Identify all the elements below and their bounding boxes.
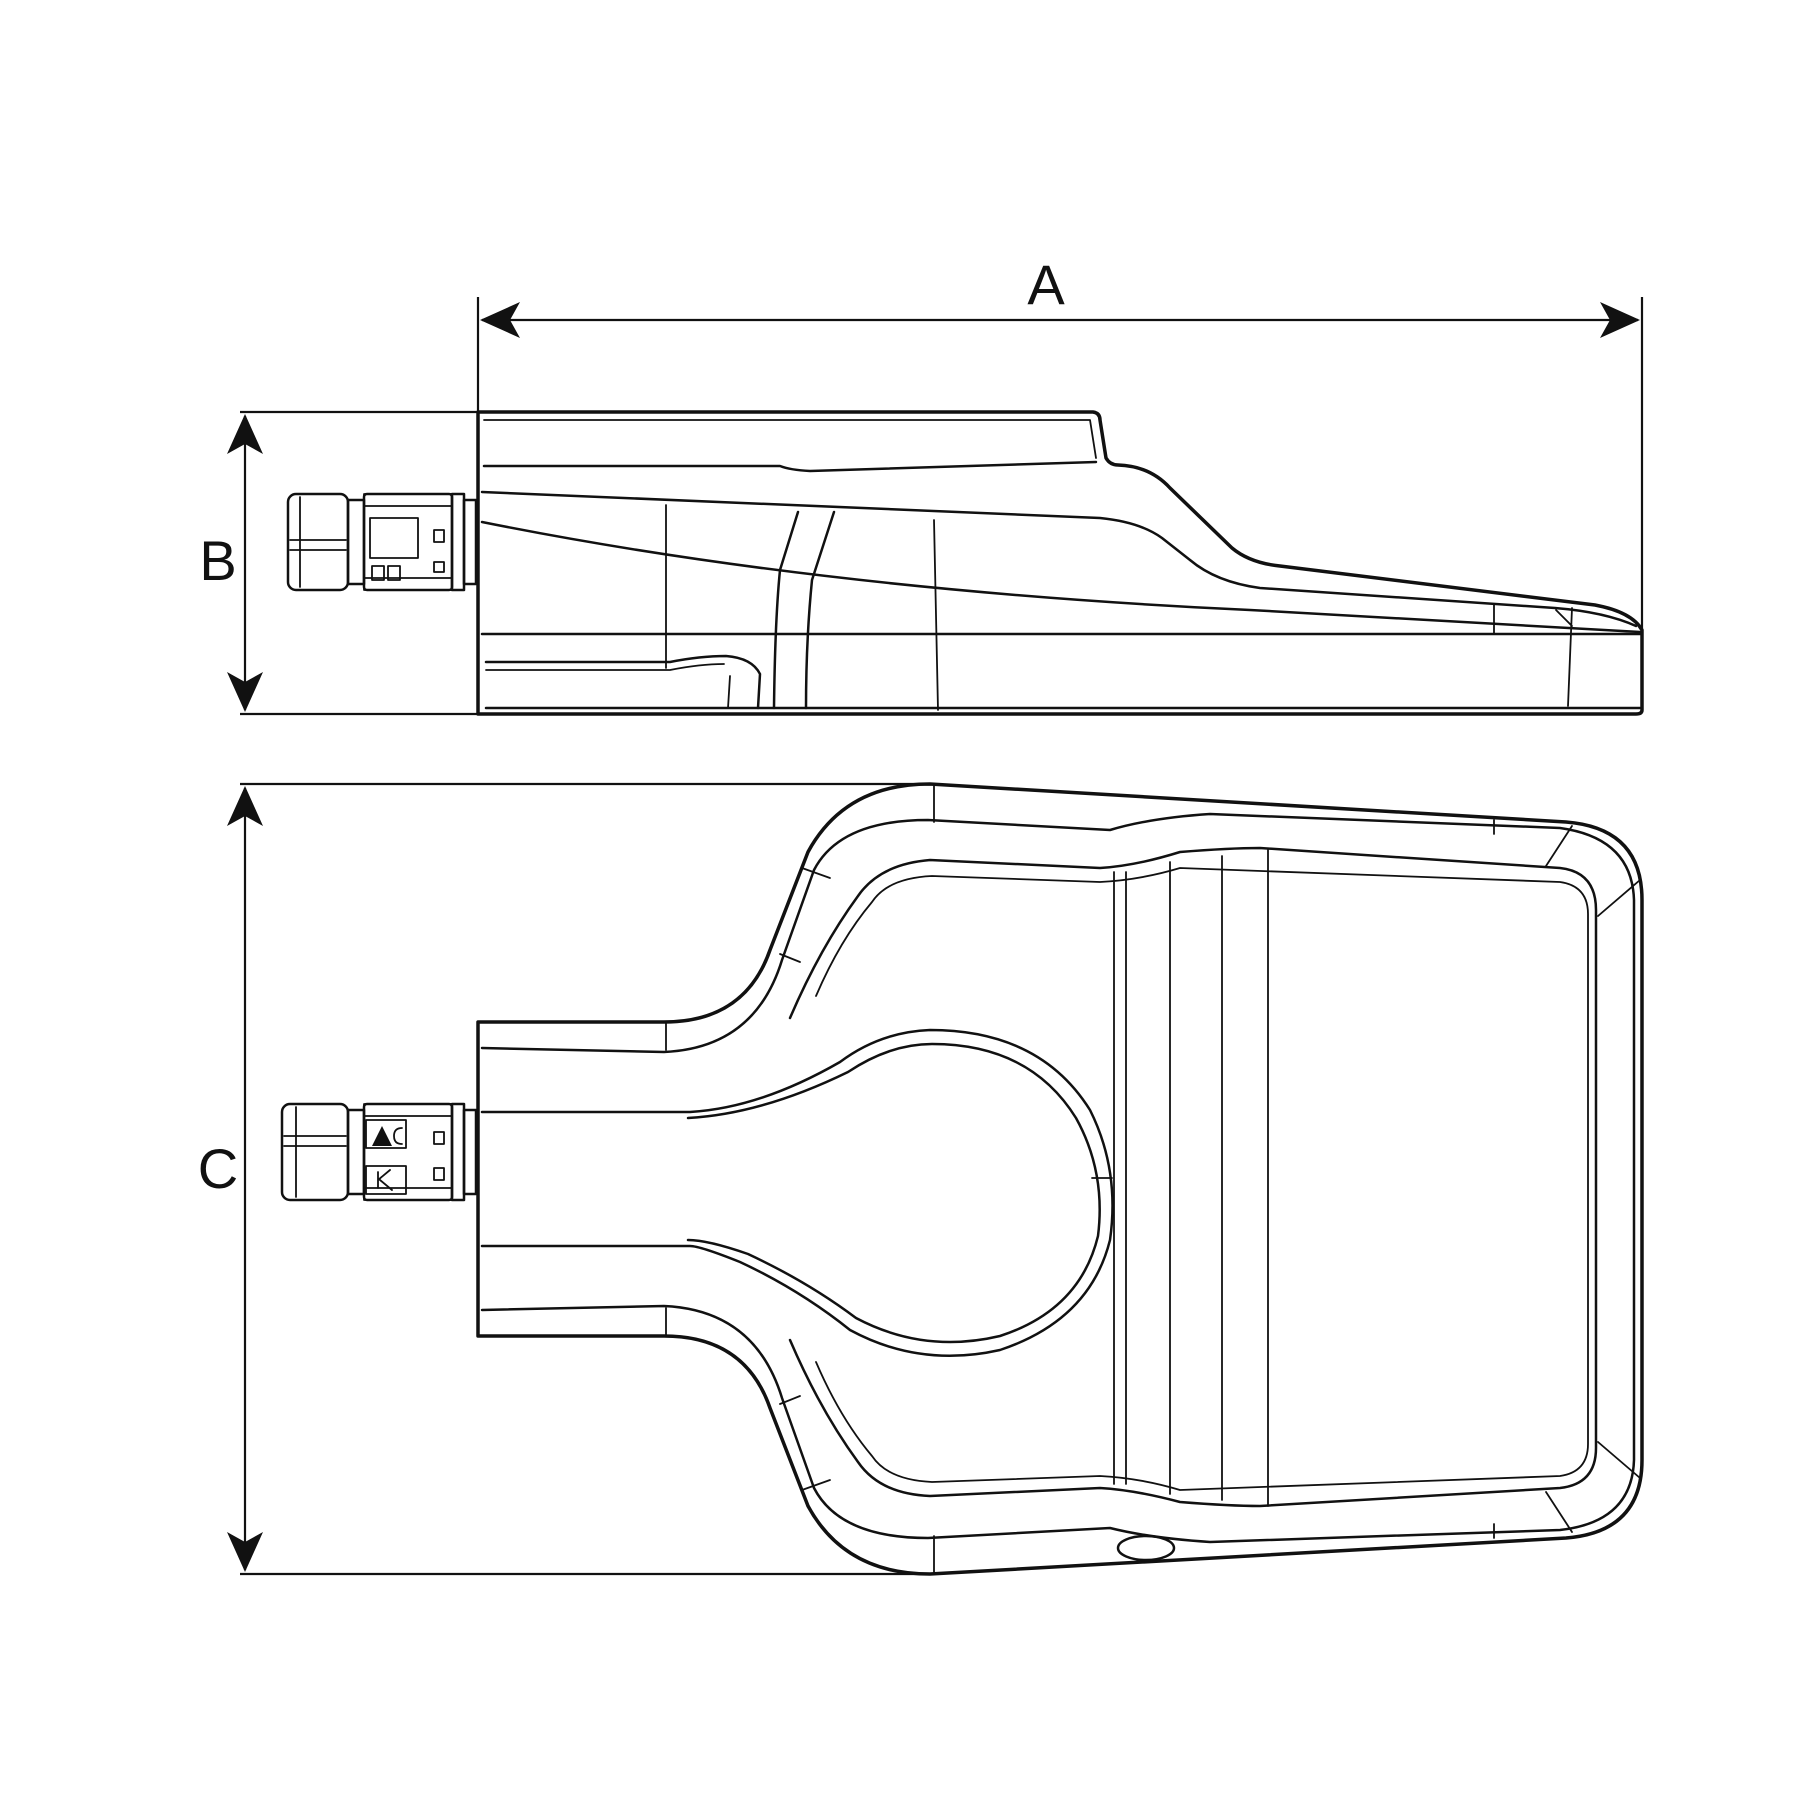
ukca-mark-icon [365,1165,407,1195]
top-view-outline [476,782,1644,1576]
dimension-b: B [199,410,478,716]
arrow-down-icon [227,1532,263,1572]
arrow-left-icon [480,302,520,338]
arrow-down-icon [227,672,263,712]
dimension-a: A [476,253,1644,630]
dimension-label-a: A [1027,253,1065,316]
top-view [476,782,1644,1576]
side-view-outline [476,410,1644,716]
bulb-recess [480,1028,1114,1358]
rcm-mark-icon [371,565,401,581]
dimension-label-c: C [198,1137,238,1200]
dimension-c: C [198,782,930,1576]
arrow-up-icon [227,786,263,826]
dimension-label-b: B [199,529,236,592]
arrow-right-icon [1600,302,1640,338]
cable-gland-top [280,1102,478,1202]
ce-mark-icon [365,1119,407,1149]
drain-hole [1116,1534,1176,1562]
cable-gland-side [286,492,478,592]
side-view [476,410,1644,716]
arrow-up-icon [227,414,263,454]
